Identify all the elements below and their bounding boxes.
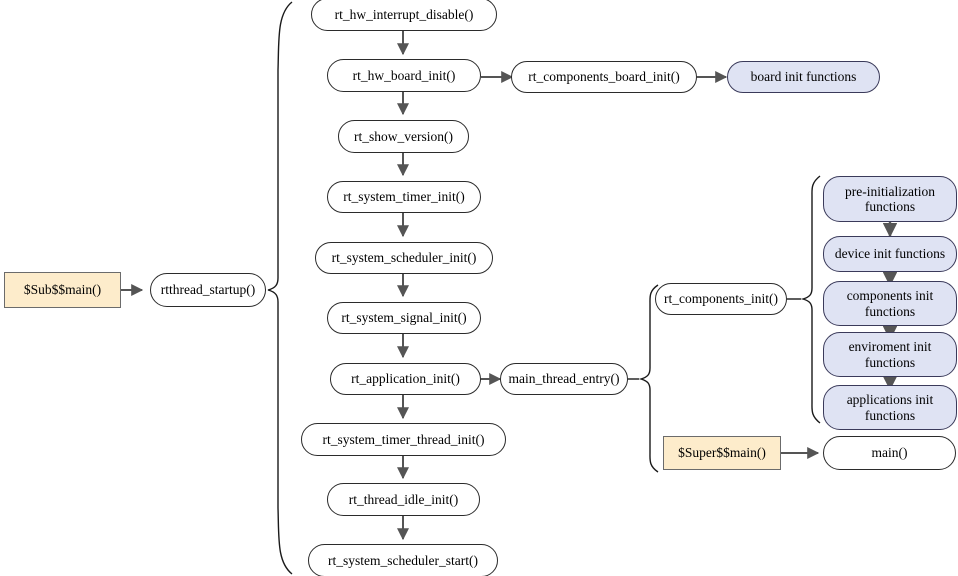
node-rt-hw-board-init[interactable]: rt_hw_board_init(): [327, 59, 481, 92]
node-rt-system-scheduler-start-label: rt_system_scheduler_start(): [328, 552, 478, 568]
node-sub-main-label: $Sub$$main(): [23, 282, 102, 298]
node-rt-hw-interrupt-disable-label: rt_hw_interrupt_disable(): [334, 6, 474, 22]
node-rt-system-scheduler-init[interactable]: rt_system_scheduler_init(): [315, 242, 493, 274]
node-rt-application-init[interactable]: rt_application_init(): [330, 363, 481, 395]
node-main[interactable]: main(): [823, 436, 956, 470]
node-rt-system-timer-thread-init-label: rt_system_timer_thread_init(): [322, 431, 485, 447]
node-rt-components-init-label: rt_components_init(): [664, 291, 778, 307]
node-sub-main[interactable]: $Sub$$main(): [4, 272, 121, 308]
node-rt-components-board-init-label: rt_components_board_init(): [528, 69, 680, 85]
node-device-init-functions[interactable]: device init functions: [823, 236, 957, 272]
bracket-componentsinit-group: [787, 175, 821, 424]
node-super-main-label: $Super$$main(): [678, 445, 766, 461]
node-rt-system-signal-init[interactable]: rt_system_signal_init(): [327, 302, 481, 334]
node-rt-system-signal-init-label: rt_system_signal_init(): [341, 310, 467, 326]
node-components-init-functions-label: components init functions: [846, 288, 934, 319]
node-rt-system-scheduler-start[interactable]: rt_system_scheduler_start(): [308, 544, 498, 576]
node-rt-thread-idle-init-label: rt_thread_idle_init(): [348, 491, 459, 507]
node-main-thread-entry-label: main_thread_entry(): [508, 371, 620, 387]
node-rt-components-board-init[interactable]: rt_components_board_init(): [511, 61, 697, 93]
node-rt-thread-idle-init[interactable]: rt_thread_idle_init(): [327, 483, 480, 516]
node-pre-initialization-functions[interactable]: pre-initialization functions: [823, 176, 957, 222]
node-main-label: main(): [871, 445, 908, 461]
node-rt-show-version-label: rt_show_version(): [354, 128, 453, 144]
node-rt-system-timer-thread-init[interactable]: rt_system_timer_thread_init(): [301, 423, 506, 456]
node-rtthread-startup[interactable]: rtthread_startup(): [150, 273, 266, 307]
node-rt-hw-interrupt-disable[interactable]: rt_hw_interrupt_disable(): [311, 0, 497, 31]
node-board-init-functions-label: board init functions: [750, 69, 857, 85]
node-board-init-functions[interactable]: board init functions: [727, 61, 880, 93]
node-rt-components-init[interactable]: rt_components_init(): [655, 283, 787, 315]
node-enviroment-init-functions[interactable]: enviroment init functions: [823, 332, 957, 377]
bracket-mainthread-group: [628, 284, 659, 473]
node-rt-system-timer-init-label: rt_system_timer_init(): [343, 189, 465, 205]
node-applications-init-functions[interactable]: applications init functions: [823, 385, 957, 430]
node-main-thread-entry[interactable]: main_thread_entry(): [500, 363, 628, 395]
node-components-init-functions[interactable]: components init functions: [823, 281, 957, 326]
node-pre-initialization-functions-label: pre-initialization functions: [845, 183, 935, 214]
node-device-init-functions-label: device init functions: [834, 246, 946, 262]
node-rt-show-version[interactable]: rt_show_version(): [338, 120, 469, 153]
node-rt-application-init-label: rt_application_init(): [351, 371, 460, 387]
node-rt-hw-board-init-label: rt_hw_board_init(): [352, 67, 456, 83]
node-applications-init-functions-label: applications init functions: [846, 392, 934, 423]
node-super-main[interactable]: $Super$$main(): [663, 436, 781, 470]
node-rt-system-scheduler-init-label: rt_system_scheduler_init(): [331, 250, 477, 266]
node-rtthread-startup-label: rtthread_startup(): [160, 282, 256, 298]
node-enviroment-init-functions-label: enviroment init functions: [848, 339, 932, 370]
node-rt-system-timer-init[interactable]: rt_system_timer_init(): [327, 181, 481, 213]
